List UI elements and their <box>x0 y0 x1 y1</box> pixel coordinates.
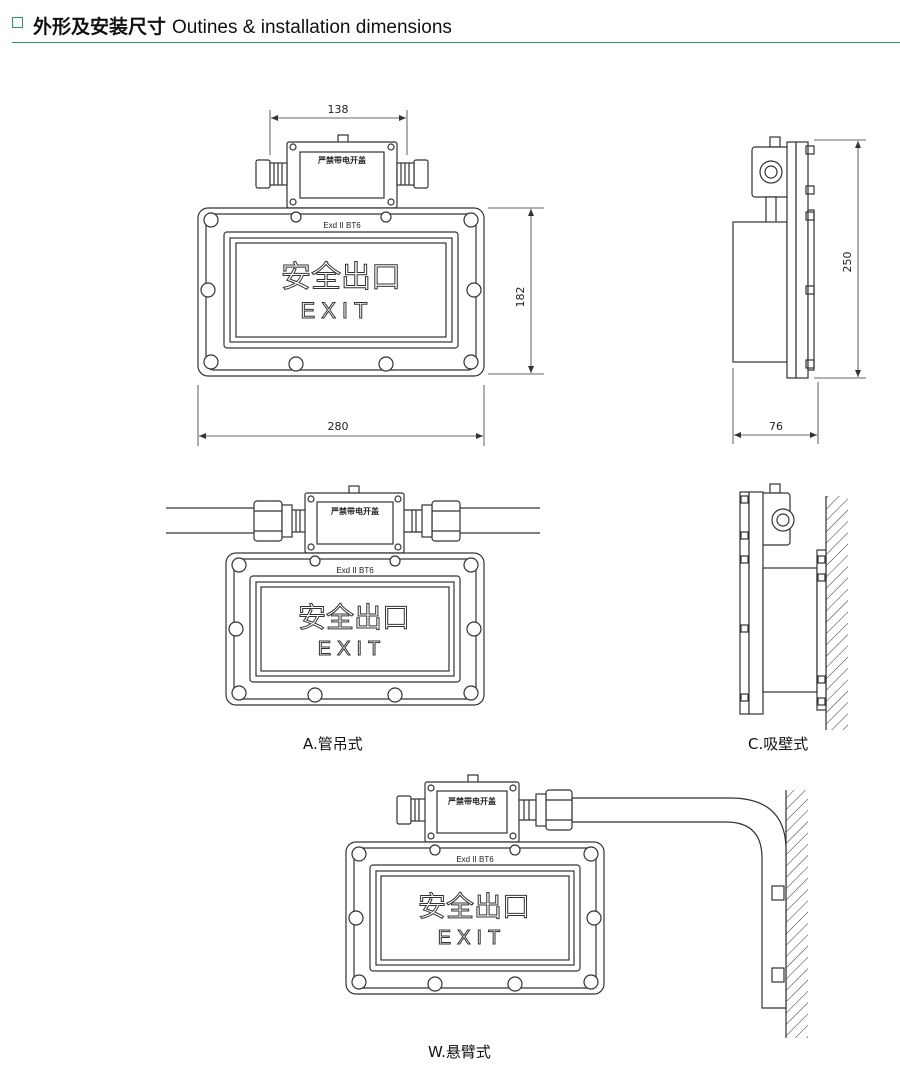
caption-pipe-hanging: A.管吊式 <box>303 735 363 753</box>
sign-text-zh: 安全出口 <box>281 260 401 295</box>
caption-cantilever: W.悬臂式 <box>428 1043 491 1061</box>
junction-warning-label: 严禁带电开盖 <box>317 155 366 165</box>
caption-wall-mount: C.吸壁式 <box>748 735 809 753</box>
dimension-body-width <box>197 385 485 446</box>
checkbox-square-icon <box>12 17 23 28</box>
header-rule <box>12 42 900 43</box>
explosion-proof-marking: Exd II BT6 <box>323 221 361 230</box>
explosion-proof-marking-w: Exd II BT6 <box>456 855 494 864</box>
junction-box <box>255 134 429 209</box>
section-title-zh: 外形及安装尺寸 <box>33 16 167 38</box>
dimension-label-138: 138 <box>328 103 349 116</box>
dimension-side-height <box>814 139 866 379</box>
dimension-label-250: 250 <box>841 252 854 273</box>
junction-warning-label-w: 严禁带电开盖 <box>447 796 496 806</box>
junction-warning-label-a: 严禁带电开盖 <box>330 506 379 516</box>
dimension-label-182: 182 <box>514 287 527 308</box>
side-view <box>732 136 866 444</box>
sign-text-en: EXIT <box>301 298 374 323</box>
sign-text-en-a: EXIT <box>318 638 386 660</box>
sign-text-zh-a: 安全出口 <box>298 601 410 634</box>
dimension-label-280: 280 <box>328 420 349 433</box>
dimension-body-height <box>488 207 544 375</box>
explosion-proof-marking-a: Exd II BT6 <box>336 566 374 575</box>
dimension-junction-width <box>269 110 408 155</box>
pipe-hanging-view <box>166 485 540 706</box>
lamp-body <box>197 207 485 377</box>
sign-text-en-w: EXIT <box>438 927 506 949</box>
wall-mount-view <box>739 483 848 730</box>
dimension-label-76: 76 <box>769 420 783 433</box>
sign-text-zh-w: 安全出口 <box>418 890 530 923</box>
dimension-side-depth <box>732 368 819 444</box>
section-title-en: Outines & installation dimensions <box>172 17 452 38</box>
cantilever-view <box>345 774 808 1038</box>
front-view: 严禁带电开盖 Exd II BT6 安全出口 EXIT 138 <box>197 103 544 446</box>
